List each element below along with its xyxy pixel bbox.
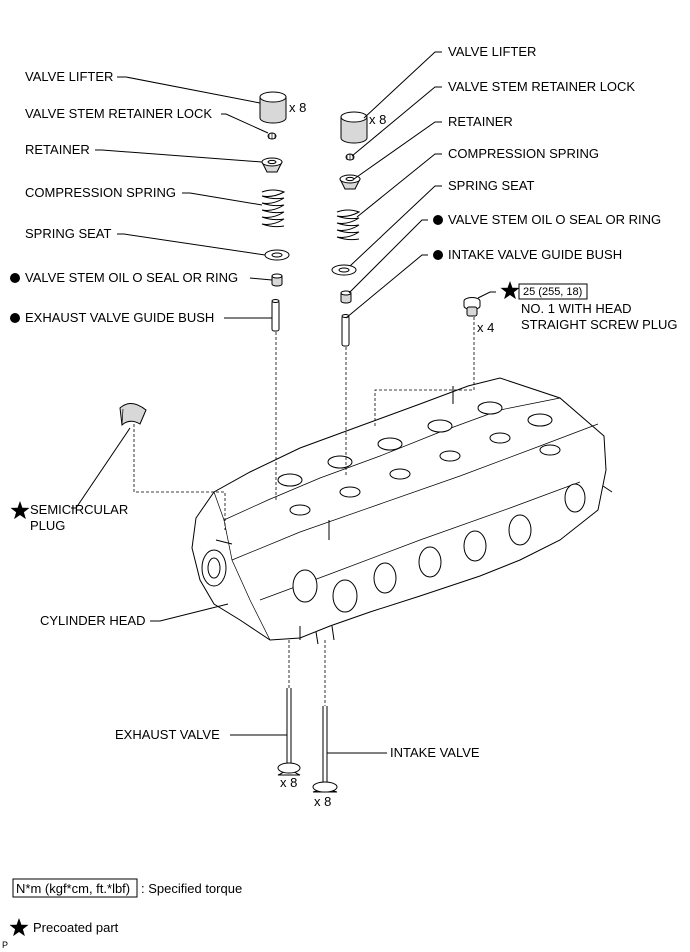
new-part-bullet-left-bush — [10, 313, 20, 323]
studs — [215, 386, 613, 645]
label-right-oil-seal: VALVE STEM OIL O SEAL OR RING — [448, 212, 661, 227]
left-exhaust-valve-guide-bush — [271, 299, 280, 332]
precoated-star-semicircular — [10, 501, 30, 520]
exhaust-valve — [277, 688, 301, 776]
label-intake-valve: INTAKE VALVE — [390, 745, 480, 760]
left-retainer — [261, 157, 283, 173]
label-exhaust-valve-guide-bush: EXHAUST VALVE GUIDE BUSH — [25, 310, 214, 325]
torque-box — [518, 283, 588, 300]
right-lifter-qty: x 8 — [369, 112, 386, 127]
intake-valve — [312, 706, 338, 793]
legend-precoated-star — [9, 918, 29, 937]
left-lifter-qty: x 8 — [289, 100, 306, 115]
left-retainer-lock — [267, 132, 277, 140]
precoated-star-screw-plug — [500, 281, 520, 300]
label-left-compression-spring: COMPRESSION SPRING — [25, 185, 176, 200]
label-screw-plug-1: NO. 1 WITH HEAD — [521, 301, 632, 316]
ports — [201, 483, 586, 613]
label-left-retainer-lock: VALVE STEM RETAINER LOCK — [25, 106, 212, 121]
label-right-retainer-lock: VALVE STEM RETAINER LOCK — [448, 79, 635, 94]
label-left-spring-seat: SPRING SEAT — [25, 226, 112, 241]
left-valve-stem-oil-seal — [271, 273, 283, 287]
left-compression-spring — [261, 189, 286, 228]
legend: N*m (kgf*cm, ft.*lbf) : Specified torque… — [9, 878, 242, 937]
right-spring-seat — [331, 264, 357, 276]
label-semicircular-plug-2: PLUG — [30, 518, 65, 533]
label-exhaust-valve: EXHAUST VALVE — [115, 727, 220, 742]
screw-plug — [463, 297, 481, 317]
label-cylinder-head: CYLINDER HEAD — [40, 613, 145, 628]
assembly-lines — [133, 317, 475, 706]
intake-valve-qty: x 8 — [314, 794, 331, 809]
screw-plug-qty: x 4 — [477, 320, 494, 335]
label-left-oil-seal: VALVE STEM OIL O SEAL OR RING — [25, 270, 238, 285]
label-screw-plug-2: STRAIGHT SCREW PLUG — [521, 317, 678, 332]
right-compression-spring — [336, 209, 361, 241]
label-right-retainer: RETAINER — [448, 114, 513, 129]
right-retainer — [339, 174, 361, 190]
left-valve-lifter — [259, 91, 287, 124]
corner-mark: P — [2, 940, 8, 950]
label-left-retainer: RETAINER — [25, 142, 90, 157]
new-part-bullet-right-bush — [433, 250, 443, 260]
legend-precoated-text: Precoated part — [33, 920, 119, 935]
legend-torque-unit: N*m (kgf*cm, ft.*lbf) — [16, 881, 130, 896]
label-right-compression-spring: COMPRESSION SPRING — [448, 146, 599, 161]
right-valve-lifter — [340, 111, 368, 144]
label-right-valve-lifter: VALVE LIFTER — [448, 44, 536, 59]
exhaust-valve-qty: x 8 — [280, 775, 297, 790]
cylinder-head — [191, 377, 613, 645]
torque-value: 25 (255, 18) — [523, 286, 582, 298]
label-right-spring-seat: SPRING SEAT — [448, 178, 535, 193]
label-intake-valve-guide-bush: INTAKE VALVE GUIDE BUSH — [448, 247, 622, 262]
new-part-bullet-right-seal — [433, 215, 443, 225]
right-valve-stem-oil-seal — [340, 290, 352, 304]
left-spring-seat — [264, 249, 290, 261]
legend-torque-text: : Specified torque — [141, 881, 242, 896]
semicircular-plug — [119, 403, 147, 427]
label-left-valve-lifter: VALVE LIFTER — [25, 69, 113, 84]
right-intake-valve-guide-bush — [341, 314, 350, 347]
legend-torque-box — [12, 878, 138, 898]
new-part-bullet-left-seal — [10, 273, 20, 283]
label-semicircular-plug-1: SEMICIRCULAR — [30, 502, 128, 517]
leader-lines — [71, 51, 496, 754]
